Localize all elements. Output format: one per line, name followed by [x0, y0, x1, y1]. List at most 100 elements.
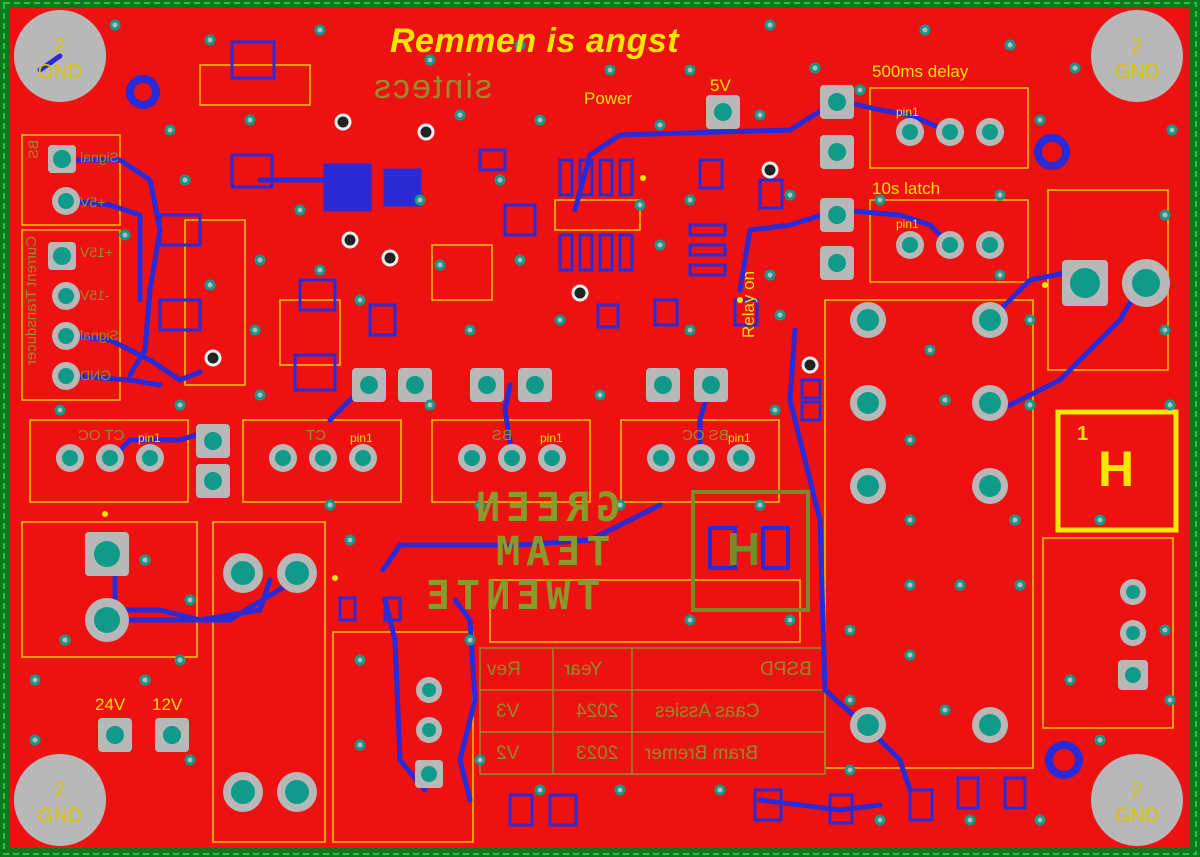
via [874, 814, 886, 826]
logo-line-green: GREEN [470, 485, 621, 531]
via [414, 194, 426, 206]
via [514, 39, 526, 51]
via [249, 324, 261, 336]
via [554, 314, 566, 326]
via [784, 614, 796, 626]
via [294, 204, 306, 216]
via [854, 84, 866, 96]
via [939, 394, 951, 406]
current-transducer-label: Current Transducer [23, 236, 40, 366]
h-box [1055, 409, 1179, 533]
bs-pin-5v: +5V [80, 194, 106, 210]
via [164, 124, 176, 136]
square-pads [48, 85, 1148, 788]
via [964, 814, 976, 826]
via [1166, 124, 1178, 136]
delay-label: 500ms delay [872, 62, 969, 81]
via [109, 19, 121, 31]
mount-hole-3-num: 2 [54, 779, 66, 801]
via [1164, 694, 1176, 706]
via [1159, 324, 1171, 336]
ring-pads [126, 75, 1083, 779]
ct-pin-signal: Signal [80, 327, 119, 343]
via [314, 24, 326, 36]
via [1159, 624, 1171, 636]
via [654, 119, 666, 131]
via [474, 754, 486, 766]
via [1014, 579, 1026, 591]
silkscreen-outlines [21, 64, 1174, 843]
logo-line-team: TEAM [490, 529, 611, 575]
via [924, 344, 936, 356]
via [604, 64, 616, 76]
via [254, 254, 266, 266]
via [174, 399, 186, 411]
via [534, 784, 546, 796]
via [594, 389, 606, 401]
via [354, 294, 366, 306]
via [614, 499, 626, 511]
via [874, 194, 886, 206]
via [454, 109, 466, 121]
connector-label-ct-oc: CT OC [78, 427, 125, 444]
title-block-rev-1: V3 [496, 701, 520, 722]
ct-pin-15v: +15V [80, 244, 114, 260]
via [844, 764, 856, 776]
mount-hole-1-label: GND [37, 61, 83, 83]
via [29, 674, 41, 686]
mount-hole-2-num: 2 [1131, 35, 1143, 57]
title-block-header-rev: Rev [487, 659, 521, 680]
via [184, 594, 196, 606]
board-outline [3, 2, 1197, 855]
via [204, 34, 216, 46]
via [994, 189, 1006, 201]
sintecs-logo: sintecs [372, 68, 492, 106]
via [844, 694, 856, 706]
pin1-label-ct: pin1 [350, 431, 373, 445]
pin1-label-bsoc: pin1 [728, 431, 751, 445]
via [634, 199, 646, 211]
bs-connector-label: BS [25, 140, 41, 159]
mount-hole-4-label: GND [1114, 805, 1160, 827]
vias [29, 19, 1178, 826]
via [939, 704, 951, 716]
title-block-author-1: Caas Assies [655, 701, 760, 722]
via [1024, 399, 1036, 411]
mount-hole-4-num: 2 [1131, 779, 1143, 801]
mount-hole-3-label: GND [37, 805, 83, 827]
via [244, 114, 256, 126]
via [654, 239, 666, 251]
via [684, 324, 696, 336]
via [809, 62, 821, 74]
via [434, 259, 446, 271]
via [494, 174, 506, 186]
round-pads [52, 118, 1170, 812]
via [844, 624, 856, 636]
via [314, 264, 326, 276]
via [904, 649, 916, 661]
via [784, 189, 796, 201]
via [754, 109, 766, 121]
power-label: Power [584, 89, 633, 108]
via [474, 499, 486, 511]
via [774, 309, 786, 321]
mount-hole-1-num: 2 [54, 35, 66, 57]
via [614, 784, 626, 796]
via [684, 64, 696, 76]
via [139, 674, 151, 686]
via [464, 634, 476, 646]
dark-vias [204, 113, 819, 374]
pin1-label-ctoc: pin1 [138, 431, 161, 445]
bs-pin-signal: Signal [80, 149, 119, 165]
via [59, 634, 71, 646]
via [534, 114, 546, 126]
via [904, 434, 916, 446]
via [1024, 314, 1036, 326]
via [1004, 39, 1016, 51]
pin1-label-latch: pin1 [896, 217, 919, 231]
pin1-label-bs: pin1 [540, 431, 563, 445]
via [324, 499, 336, 511]
mount-hole-2-label: GND [1114, 61, 1160, 83]
via [184, 754, 196, 766]
via [514, 254, 526, 266]
